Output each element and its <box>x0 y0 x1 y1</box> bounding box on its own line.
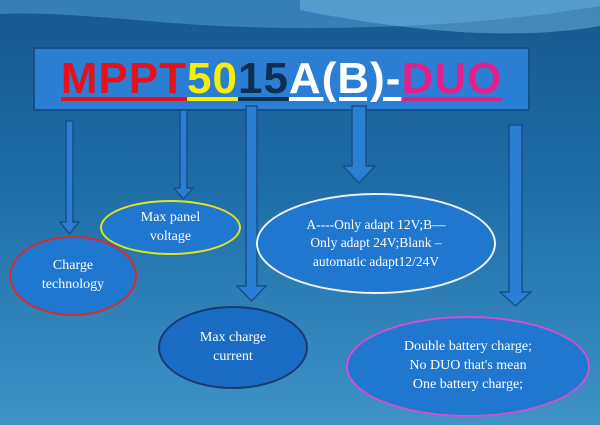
model-code-title: MPPT5015A(B)-DUO <box>61 57 502 101</box>
max-panel-voltage-label: Max panel voltage <box>100 200 241 255</box>
title-segment-mppt: MPPT <box>60 54 188 103</box>
model-code-box: MPPT5015A(B)-DUO <box>33 47 530 111</box>
decorative-swoosh <box>0 0 600 34</box>
arrow-max-charge-current <box>235 105 268 303</box>
arrow-max-panel-voltage <box>172 109 195 201</box>
arrow-adapt-voltage <box>341 105 377 185</box>
title-segment-duo: DUO <box>401 54 503 103</box>
duo-label: Double battery charge; No DUO that's mea… <box>346 316 590 417</box>
arrow-duo <box>498 124 533 308</box>
title-segment-type: A(B) <box>288 54 386 103</box>
charge-technology-label: Charge technology <box>9 236 137 316</box>
max-charge-current-label: Max charge current <box>158 306 308 389</box>
title-segment-current: 15 <box>237 54 289 103</box>
title-segment-dash: - <box>385 54 402 103</box>
arrow-charge-technology <box>58 120 81 236</box>
adapt-voltage-label: A----Only adapt 12V;B— Only adapt 24V;Bl… <box>256 193 496 294</box>
title-segment-voltage: 50 <box>187 54 238 103</box>
